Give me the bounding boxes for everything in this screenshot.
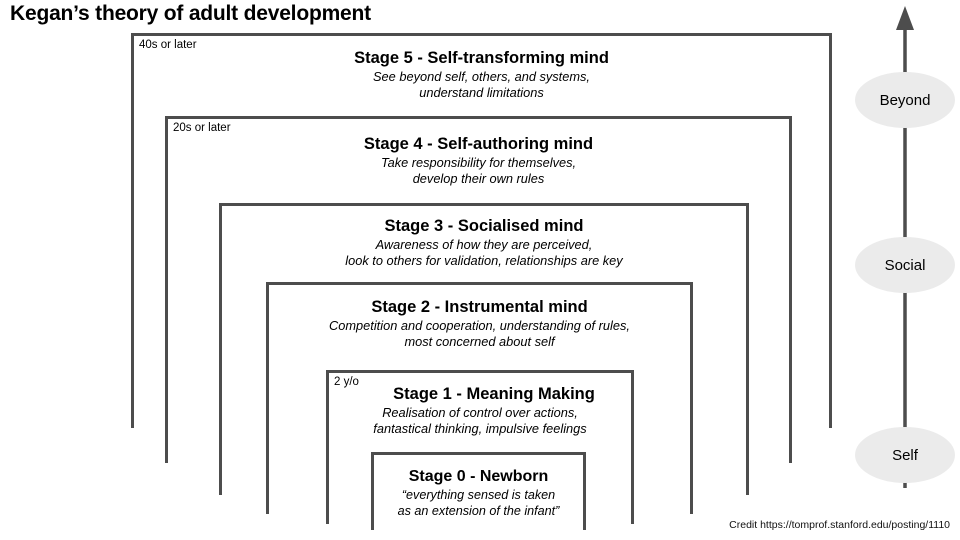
stage-text-stage-2: Stage 2 - Instrumental mind Competition … (269, 297, 690, 350)
axis-level-social-label: Social (884, 256, 926, 274)
stage-desc-stage-1: Realisation of control over actions, fan… (373, 405, 587, 436)
stage-text-stage-3: Stage 3 - Socialised mind Awareness of h… (222, 216, 746, 269)
stage-box-stage-0: Stage 0 - Newborn “everything sensed is … (371, 452, 586, 530)
credit-text: Credit https://tomprof.stanford.edu/post… (729, 519, 950, 531)
stage-box-stage-3: Stage 3 - Socialised mind Awareness of h… (219, 203, 749, 495)
stage-title-stage-5: Stage 5 - Self-transforming mind (354, 49, 609, 67)
stage-title-stage-1: Stage 1 - Meaning Making (393, 385, 595, 403)
stage-title-stage-3: Stage 3 - Socialised mind (384, 217, 584, 235)
stage-text-stage-4: Stage 4 - Self-authoring mind Take respo… (168, 134, 789, 187)
stage-desc-stage-0: “everything sensed is taken as an extens… (397, 488, 560, 518)
axis-level-beyond-label: Beyond (879, 91, 931, 109)
stage-desc-stage-2: Competition and cooperation, understandi… (329, 318, 630, 349)
stage-desc-stage-4: Take responsibility for themselves, deve… (380, 155, 577, 186)
axis-level-self-label: Self (892, 446, 918, 464)
stage-box-stage-2: Stage 2 - Instrumental mind Competition … (266, 282, 693, 514)
age-label-stage-5: 40s or later (139, 39, 197, 51)
stage-desc-stage-3: Awareness of how they are perceived, loo… (345, 237, 623, 268)
axis-level-beyond: Beyond (855, 72, 955, 128)
stage-desc-stage-5: See beyond self, others, and systems, un… (373, 69, 590, 100)
stage-text-stage-5: Stage 5 - Self-transforming mind See bey… (134, 48, 829, 101)
age-label-stage-1: 2 y/o (334, 376, 359, 388)
stage-title-stage-0: Stage 0 - Newborn (408, 468, 549, 485)
progression-axis: Beyond Social Self (855, 0, 955, 540)
stage-text-stage-1: Stage 1 - Meaning Making Realisation of … (329, 384, 631, 437)
stage-title-stage-2: Stage 2 - Instrumental mind (371, 298, 588, 316)
stage-box-stage-5: 40s or later Stage 5 - Self-transforming… (131, 33, 832, 428)
stage-box-stage-1: 2 y/o Stage 1 - Meaning Making Realisati… (326, 370, 634, 524)
axis-level-social: Social (855, 237, 955, 293)
stage-box-stage-4: 20s or later Stage 4 - Self-authoring mi… (165, 116, 792, 463)
page-title: Kegan’s theory of adult development (10, 2, 371, 25)
age-label-stage-4: 20s or later (173, 122, 231, 134)
stage-title-stage-4: Stage 4 - Self-authoring mind (363, 135, 594, 153)
axis-level-self: Self (855, 427, 955, 483)
stage-text-stage-0: Stage 0 - Newborn “everything sensed is … (374, 466, 583, 519)
